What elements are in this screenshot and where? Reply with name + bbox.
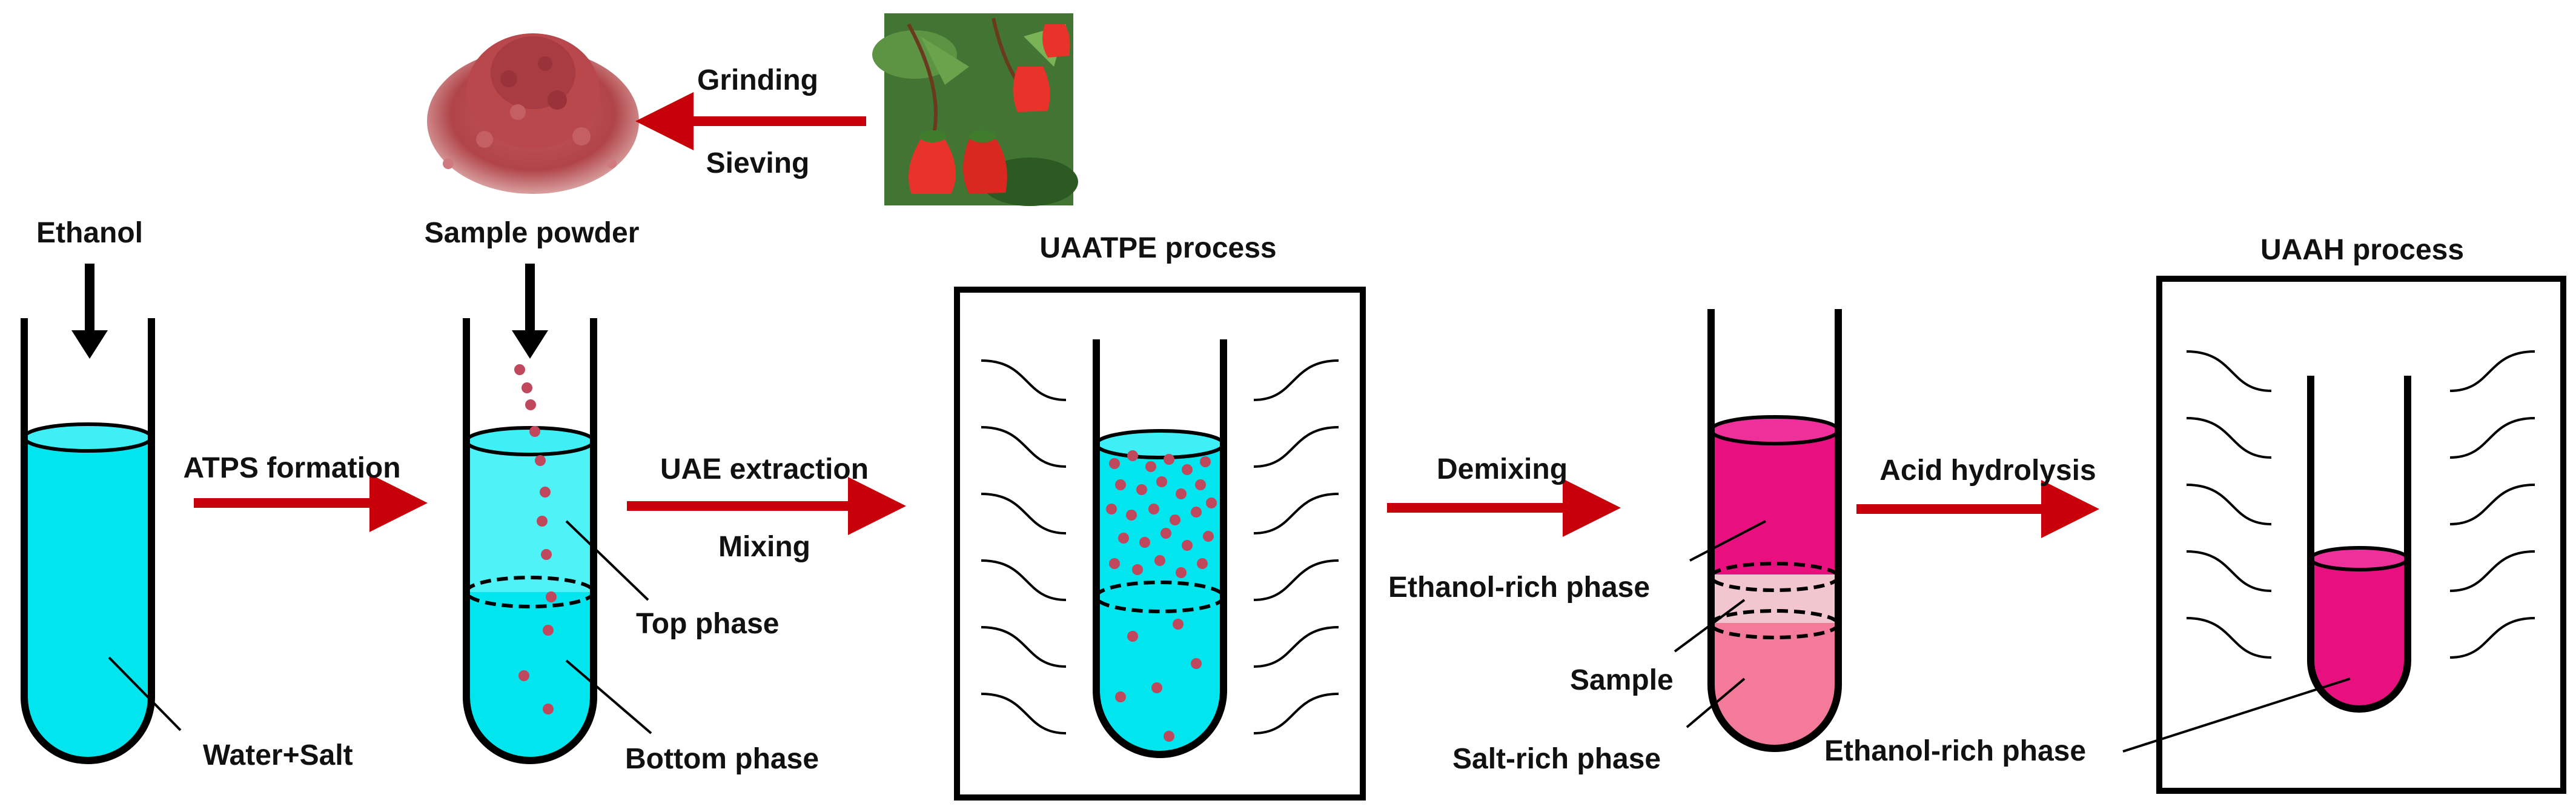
sieving-label: Sieving bbox=[706, 147, 810, 179]
grinding-label: Grinding bbox=[697, 64, 818, 96]
sample-label: Sample bbox=[1570, 664, 1674, 696]
top-phase-label: Top phase bbox=[636, 608, 779, 640]
ultrasound-wave-icon bbox=[2186, 350, 2535, 659]
demixing-label: Demixing bbox=[1437, 453, 1568, 485]
ultrasound-wave-icon bbox=[981, 359, 1339, 734]
acid-hydrolysis-label: Acid hydrolysis bbox=[1879, 454, 2096, 487]
water-salt-label: Water+Salt bbox=[203, 739, 353, 771]
atps-formation-label: ATPS formation bbox=[183, 452, 400, 484]
uaatpe-process-label: UAATPE process bbox=[1039, 232, 1276, 264]
uaah-box bbox=[2156, 276, 2566, 794]
test-tube-3 bbox=[1093, 339, 1227, 758]
test-tube-2 bbox=[463, 318, 597, 764]
test-tube-5 bbox=[2307, 376, 2411, 713]
ethanol-rich-phase-label-1: Ethanol-rich phase bbox=[1388, 571, 1650, 604]
uaah-process-label: UAAH process bbox=[2260, 234, 2464, 266]
ethanol-rich-phase-label-2: Ethanol-rich phase bbox=[1824, 735, 2086, 767]
powder-image bbox=[427, 33, 639, 194]
test-tube-1 bbox=[21, 318, 155, 764]
sample-powder-label: Sample powder bbox=[425, 217, 640, 249]
salt-rich-phase-label: Salt-rich phase bbox=[1452, 743, 1661, 775]
ethanol-label: Ethanol bbox=[36, 217, 143, 249]
mixing-label: Mixing bbox=[718, 531, 810, 563]
test-tube-4 bbox=[1707, 309, 1842, 752]
flower-image bbox=[872, 13, 1078, 206]
uae-extraction-label: UAE extraction bbox=[660, 453, 869, 485]
bottom-phase-label: Bottom phase bbox=[625, 743, 819, 775]
